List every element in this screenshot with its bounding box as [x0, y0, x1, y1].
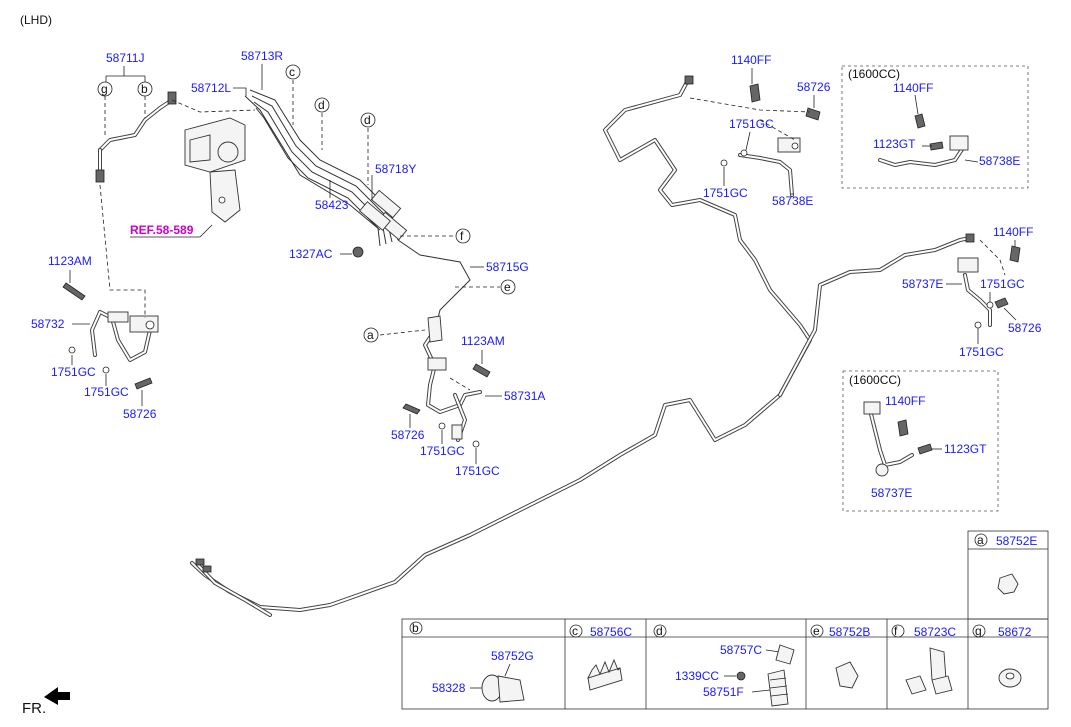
- callout-b: b: [141, 82, 148, 96]
- inset-bottom-1600cc: (1600CC) 1140FF 1123GT 58737E: [842, 370, 999, 512]
- part-labels: 58711J 58713R 58712L 58718Y 58423 REF.58…: [31, 49, 1042, 478]
- legend-d-58757c: 58757C: [720, 643, 762, 657]
- label-1751gc-right1: 1751GC: [980, 277, 1025, 291]
- legend-d-letter: d: [656, 624, 663, 638]
- legend-f-part: 58723C: [914, 625, 956, 639]
- label-58732: 58732: [31, 317, 65, 331]
- label-1751gc-left1: 1751GC: [51, 365, 96, 379]
- inset-bottom-58737e: 58737E: [871, 486, 912, 500]
- legend-a-part: 58752E: [996, 534, 1037, 548]
- inset-bottom-1140ff: 1140FF: [885, 394, 925, 408]
- label-58712l: 58712L: [191, 81, 231, 95]
- legend-d-1339cc: 1339CC: [675, 669, 719, 683]
- legend-e-part: 58752B: [829, 625, 870, 639]
- legend-f-letter: f: [894, 624, 898, 638]
- label-58726-left: 58726: [123, 407, 157, 421]
- label-1751gc-right2: 1751GC: [959, 345, 1004, 359]
- label-1751gc-mid2: 1751GC: [455, 464, 500, 478]
- front-arrow-icon: [44, 687, 70, 705]
- label-1123am-mid: 1123AM: [461, 334, 505, 348]
- legend-b-letter: b: [412, 621, 419, 635]
- top-right-hose-assembly: [720, 83, 821, 197]
- front-indicator: FR.: [22, 687, 70, 717]
- legend-c-letter: c: [572, 624, 578, 638]
- label-58713r: 58713R: [241, 49, 283, 63]
- label-1751gc-mid1: 1751GC: [420, 444, 465, 458]
- label-1751gc-top1: 1751GC: [729, 117, 774, 131]
- label-1327ac: 1327AC: [289, 247, 333, 261]
- inset-top-58738e: 58738E: [979, 154, 1020, 168]
- label-1140ff-right: 1140FF: [993, 225, 1033, 239]
- inset-top-1123gt: 1123GT: [873, 137, 916, 151]
- label-58423: 58423: [315, 198, 349, 212]
- label-58718y: 58718Y: [375, 162, 416, 176]
- legend-b-58328: 58328: [432, 681, 466, 695]
- legend-d-58751f: 58751F: [703, 685, 744, 699]
- legend-table: a 58752E b 58752G 58328 c 58756C d 58757…: [401, 530, 1049, 710]
- variant-label: (LHD): [20, 13, 52, 27]
- callouts: g b c d d f e a: [97, 64, 516, 343]
- label-58738e-top: 58738E: [772, 194, 813, 208]
- label-58726-mid: 58726: [391, 428, 425, 442]
- inset-bottom-title: (1600CC): [849, 373, 901, 387]
- middle-hose-assembly: [402, 315, 491, 448]
- right-hose-assembly: [957, 245, 1021, 329]
- callout-f: f: [460, 229, 464, 243]
- dashed-leaders: [99, 80, 1006, 391]
- pipe-bundle: [244, 89, 471, 331]
- label-58715g: 58715G: [486, 260, 529, 274]
- legend-b-58752g: 58752G: [491, 649, 534, 663]
- left-hose-assembly: [62, 91, 177, 390]
- inset-top-1600cc: (1600CC) 1140FF 1123GT 58738E: [841, 65, 1029, 189]
- callout-e: e: [504, 280, 511, 294]
- inset-top-title: (1600CC): [848, 67, 900, 81]
- callout-g: g: [101, 82, 108, 96]
- label-58737e-right: 58737E: [902, 277, 943, 291]
- label-1751gc-left2: 1751GC: [84, 385, 129, 399]
- ref-label[interactable]: REF.58-589: [130, 223, 194, 237]
- legend-c-part: 58756C: [590, 625, 632, 639]
- abs-modulator: [184, 117, 246, 223]
- label-1123am-left: 1123AM: [48, 254, 92, 268]
- label-58726-top: 58726: [797, 80, 831, 94]
- label-58726-right: 58726: [1008, 321, 1042, 335]
- legend-g-letter: g: [975, 624, 982, 638]
- legend-e-letter: e: [813, 624, 820, 638]
- callout-d1: d: [318, 98, 325, 112]
- label-1751gc-top2: 1751GC: [703, 186, 748, 200]
- label-58731a: 58731A: [504, 389, 545, 403]
- label-58711j: 58711J: [106, 51, 144, 65]
- legend-a-letter: a: [977, 533, 984, 547]
- callout-a: a: [367, 328, 374, 342]
- label-1140ff-top: 1140FF: [731, 53, 771, 67]
- inset-top-1140ff: 1140FF: [893, 81, 933, 95]
- legend-g-part: 58672: [998, 625, 1032, 639]
- main-brake-pipe: [190, 75, 975, 617]
- front-label: FR.: [22, 700, 46, 717]
- callout-d2: d: [364, 113, 371, 127]
- callout-c: c: [289, 65, 295, 79]
- inset-bottom-1123gt: 1123GT: [944, 442, 987, 456]
